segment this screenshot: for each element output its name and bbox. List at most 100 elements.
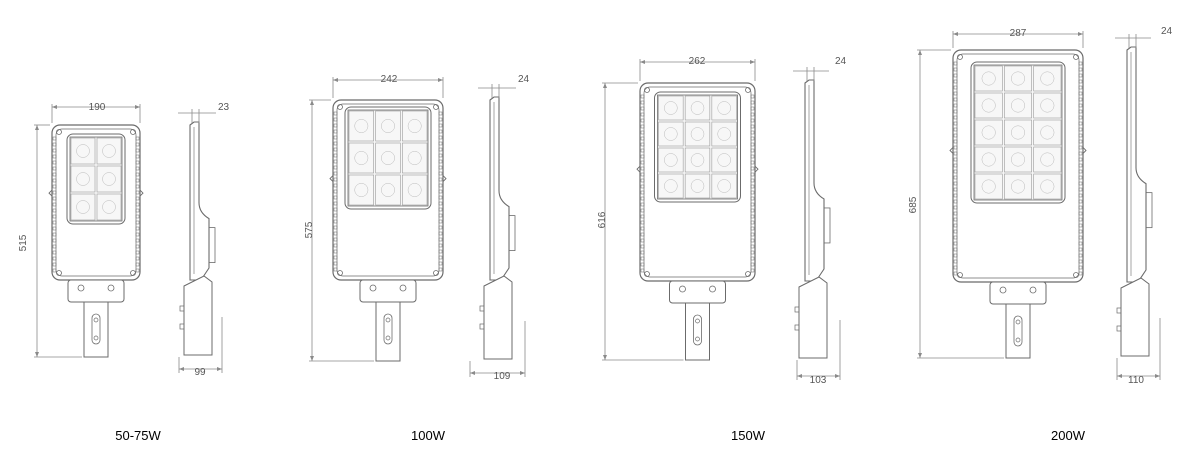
cooling-fin bbox=[135, 154, 140, 159]
side-latch bbox=[754, 165, 759, 173]
led-lens-cell bbox=[711, 121, 737, 147]
cooling-fin bbox=[438, 177, 443, 182]
led-module bbox=[657, 94, 738, 200]
cooling-fin bbox=[1078, 151, 1083, 156]
led-chip bbox=[102, 144, 116, 158]
cooling-fin bbox=[438, 183, 443, 188]
cooling-fin bbox=[750, 166, 755, 171]
cooling-fin bbox=[135, 172, 140, 177]
dimension-arrow bbox=[797, 374, 840, 378]
arm-bolt bbox=[794, 324, 800, 331]
cooling-fin bbox=[333, 153, 338, 158]
front-view bbox=[917, 31, 1087, 359]
cooling-fin bbox=[953, 91, 958, 96]
cooling-fin bbox=[1078, 127, 1083, 132]
cooling-fin bbox=[333, 171, 338, 176]
led-lens-cell bbox=[1004, 65, 1032, 92]
cooling-fin bbox=[1078, 211, 1083, 216]
cooling-fin bbox=[640, 112, 645, 117]
cooling-fin bbox=[135, 166, 140, 171]
depth-dimension-label: 110 bbox=[1128, 375, 1144, 386]
cooling-fin bbox=[750, 94, 755, 99]
cooling-fin bbox=[750, 112, 755, 117]
led-lens-cell bbox=[1033, 92, 1062, 119]
led-lens-cell bbox=[1033, 173, 1062, 200]
mounting-box bbox=[67, 279, 125, 303]
cooling-fin bbox=[953, 175, 958, 180]
cooling-fin bbox=[52, 142, 57, 147]
side-view bbox=[469, 84, 526, 377]
led-lens-cell bbox=[96, 193, 122, 221]
model-group: 262 616 24 103 150W bbox=[597, 56, 847, 443]
cooling-fin bbox=[1078, 169, 1083, 174]
cooling-fin bbox=[1078, 187, 1083, 192]
cooling-fin bbox=[333, 195, 338, 200]
led-chip bbox=[1040, 125, 1055, 140]
led-lens-cell bbox=[348, 174, 374, 206]
height-dimension-label: 515 bbox=[18, 234, 29, 251]
cooling-fin bbox=[135, 220, 140, 225]
led-module bbox=[347, 109, 429, 207]
led-chip bbox=[1011, 71, 1025, 86]
cooling-fin bbox=[953, 145, 958, 150]
side-latch bbox=[636, 165, 641, 173]
led-lens-cell bbox=[375, 142, 401, 174]
screw-boss bbox=[644, 271, 650, 277]
led-chip bbox=[981, 125, 996, 140]
led-chip bbox=[381, 119, 395, 133]
led-lens-cell bbox=[658, 173, 684, 199]
cooling-fin bbox=[52, 256, 57, 261]
cooling-fin bbox=[1078, 271, 1083, 276]
led-chip bbox=[354, 183, 369, 197]
cooling-fin bbox=[640, 256, 645, 261]
screw-boss bbox=[433, 104, 439, 110]
cooling-fin bbox=[135, 190, 140, 195]
led-lens-cell bbox=[70, 165, 96, 193]
led-lens-cell bbox=[348, 110, 374, 142]
led-chip bbox=[717, 179, 731, 193]
cooling-fin bbox=[1078, 175, 1083, 180]
cooling-fin bbox=[640, 118, 645, 123]
front-view bbox=[309, 77, 447, 362]
cooling-fin bbox=[953, 253, 958, 258]
cooling-fin bbox=[438, 213, 443, 218]
cooling-fin bbox=[953, 229, 958, 234]
cooling-fin bbox=[750, 100, 755, 105]
cooling-fin bbox=[1078, 205, 1083, 210]
cooling-fin bbox=[640, 106, 645, 111]
led-chip bbox=[717, 153, 731, 167]
cooling-fin bbox=[1078, 73, 1083, 78]
cooling-fin bbox=[333, 165, 338, 170]
cooling-fin bbox=[52, 172, 57, 177]
cooling-fin bbox=[333, 249, 338, 254]
cooling-fin bbox=[438, 165, 443, 170]
cooling-fin bbox=[135, 148, 140, 153]
width-dimension-label: 190 bbox=[89, 102, 106, 113]
cooling-fin bbox=[1078, 217, 1083, 222]
mounting-box bbox=[359, 279, 417, 303]
cooling-fin bbox=[1078, 85, 1083, 90]
cooling-fin bbox=[1078, 253, 1083, 258]
cooling-fin bbox=[333, 261, 338, 266]
led-chip bbox=[354, 151, 369, 165]
cooling-fin bbox=[640, 268, 645, 273]
led-lens-cell bbox=[402, 142, 428, 174]
cooling-fin bbox=[953, 163, 958, 168]
led-lens-cell bbox=[684, 147, 711, 173]
lens-frame bbox=[66, 133, 126, 225]
arm-bolt bbox=[479, 323, 485, 330]
model-caption: 100W bbox=[411, 428, 446, 443]
cooling-fin bbox=[640, 148, 645, 153]
led-chip bbox=[664, 101, 678, 115]
cooling-fin bbox=[52, 160, 57, 165]
cooling-fin bbox=[438, 237, 443, 242]
led-chip bbox=[690, 127, 705, 141]
led-lens-cell bbox=[974, 65, 1003, 92]
led-module bbox=[69, 136, 123, 222]
dimension-arrow bbox=[1117, 374, 1160, 378]
screw-boss bbox=[56, 270, 62, 276]
cooling-fin bbox=[640, 220, 645, 225]
cooling-fin bbox=[135, 208, 140, 213]
cooling-fin bbox=[438, 141, 443, 146]
